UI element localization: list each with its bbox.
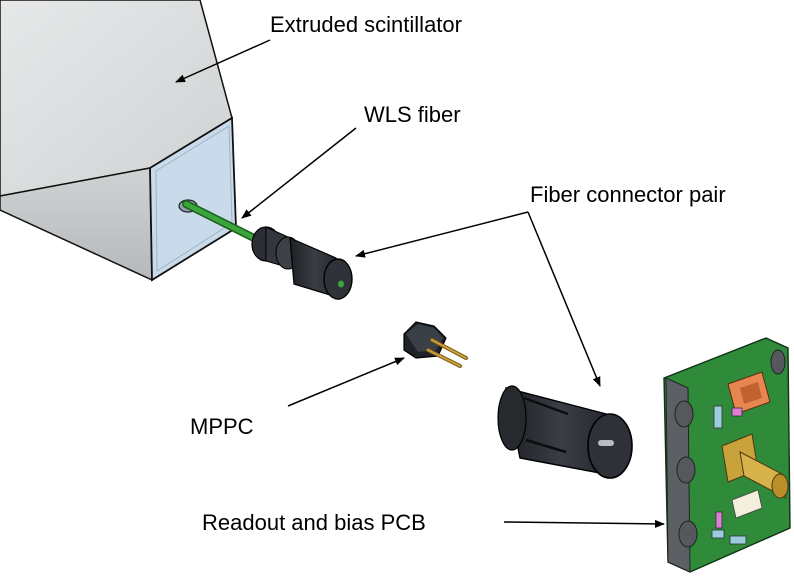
- label-fiber-connector-pair: Fiber connector pair: [530, 182, 726, 207]
- label-mppc: MPPC: [190, 414, 254, 439]
- arrow-wls-fiber: [241, 127, 357, 219]
- arrow-connector-bottom: [527, 211, 601, 387]
- arrow-mppc: [287, 357, 405, 407]
- arrow-connector-top: [355, 211, 529, 258]
- arrow-pcb: [503, 519, 665, 528]
- label-extruded-scintillator: Extruded scintillator: [270, 12, 462, 37]
- fiber-connector-male: [251, 226, 353, 300]
- wls-fiber: [182, 200, 266, 246]
- mppc-sensor: [403, 321, 468, 368]
- label-readout-pcb: Readout and bias PCB: [202, 510, 426, 535]
- readout-pcb: [663, 337, 791, 573]
- arrow-scintillator: [175, 39, 271, 83]
- label-wls-fiber: WLS fiber: [364, 102, 461, 127]
- fiber-connector-female: [497, 385, 633, 479]
- extruded-scintillator: [0, 0, 237, 282]
